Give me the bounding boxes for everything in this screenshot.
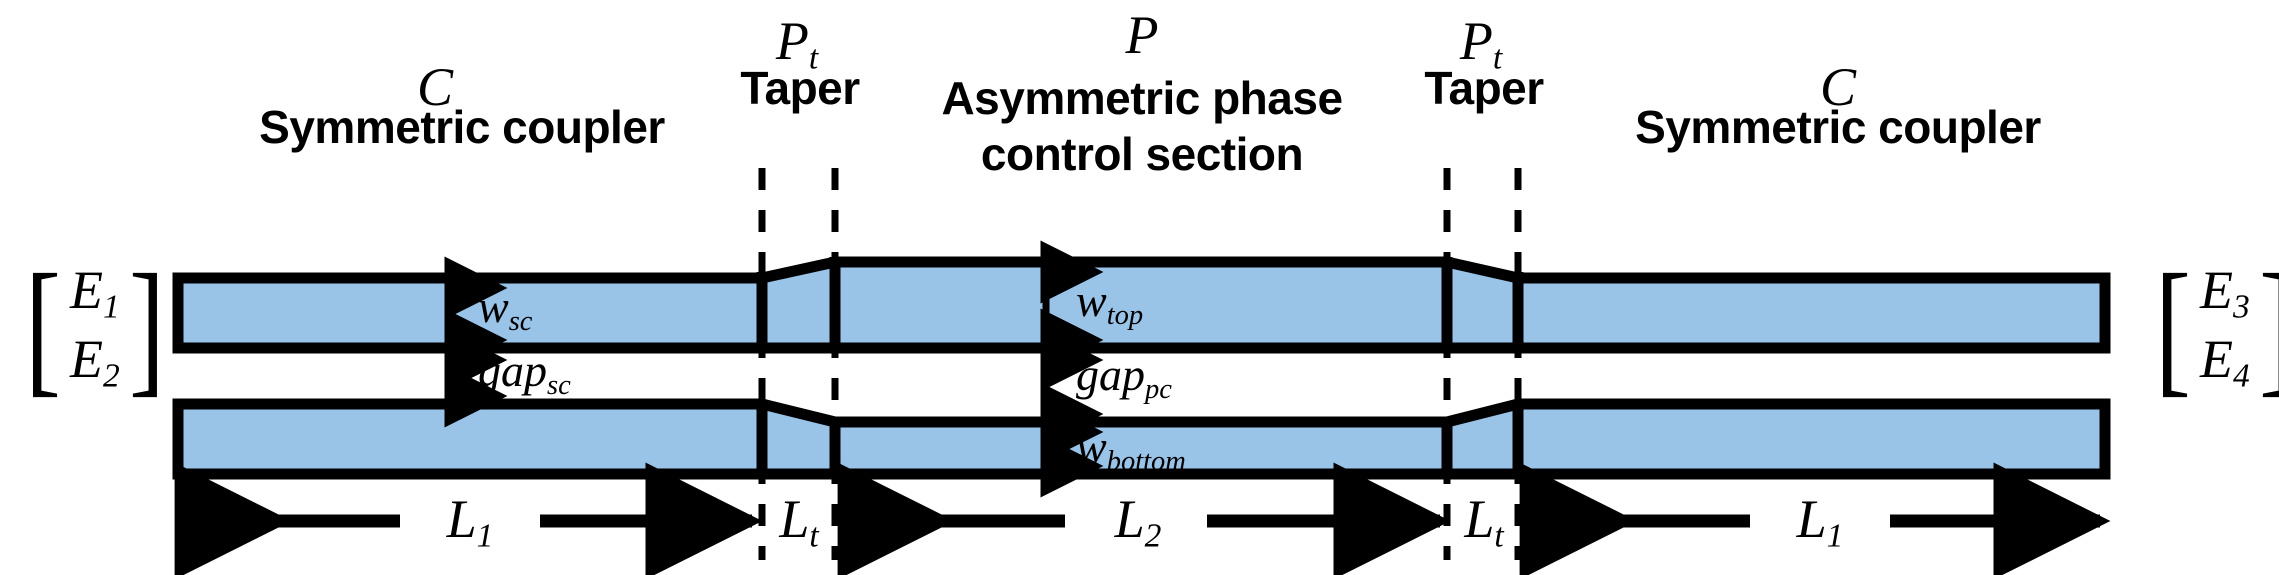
matrix-symbol-phase-control: P: [1126, 8, 1159, 62]
dimension-label-gap-sc-sub: sc: [547, 369, 571, 401]
dimension-label-gap-sc: gapsc: [478, 348, 571, 401]
dimension-label-w-bottom-symbol: w: [1076, 421, 1107, 472]
length-label-Lt-right-symbol: L: [1464, 489, 1495, 549]
length-label-L1-left-sub: 1: [476, 517, 494, 555]
bracket-open: [: [24, 244, 61, 411]
section-title-left-coupler: Symmetric coupler: [259, 101, 665, 153]
dimension-label-w-bottom-sub: bottom: [1106, 445, 1186, 477]
bracket-close: ]: [128, 244, 165, 411]
length-label-Lt-right-sub: t: [1494, 517, 1504, 555]
dimension-label-w-top: wtop: [1076, 278, 1143, 331]
section-title-left-taper: Taper: [740, 62, 860, 114]
input-port-bracket: [ E1 E2 ]: [18, 244, 172, 411]
matrix-symbol-right-coupler: C: [1820, 60, 1856, 114]
section-title-phase-control-line1: Asymmetric phase: [941, 72, 1343, 124]
dimension-label-w-sc: wsc: [478, 284, 532, 337]
section-title-right-taper: Taper: [1424, 62, 1544, 114]
output-port-bracket: [ E3 E4 ]: [2148, 244, 2279, 411]
length-label-L1-right-sub: 1: [1826, 517, 1844, 555]
length-label-L1-left-symbol: L: [446, 489, 477, 549]
dimension-label-w-top-sub: top: [1106, 299, 1144, 331]
length-label-Lt-right: Lt: [1464, 492, 1503, 553]
output-port-row-2: E4: [2199, 328, 2250, 394]
matrix-symbol-left-coupler: C: [417, 60, 453, 114]
length-label-Lt-left-symbol: L: [779, 489, 810, 549]
input-port-row-1-sub: 1: [102, 288, 120, 326]
matrix-symbol-left-taper-sub: t: [808, 39, 819, 77]
dimension-label-w-top-symbol: w: [1076, 275, 1107, 326]
dimension-label-gap-sc-symbol: gap: [478, 345, 547, 396]
length-label-L1-right-symbol: L: [1796, 489, 1827, 549]
matrix-symbol-left-coupler-text: C: [416, 57, 454, 117]
length-label-L2-symbol: L: [1114, 489, 1145, 549]
input-port-row-2: E2: [69, 328, 120, 394]
output-port-rows: E3 E4: [2198, 262, 2252, 393]
matrix-symbol-phase-control-text: P: [1125, 5, 1159, 65]
dimension-label-w-bottom: wbottom: [1076, 424, 1186, 477]
input-port-row-2-sub: 2: [102, 356, 120, 394]
dimension-label-w-sc-symbol: w: [478, 281, 509, 332]
matrix-symbol-right-taper-text: P: [1459, 11, 1493, 71]
matrix-symbol-right-taper: Pt: [1460, 14, 1502, 75]
matrix-symbol-left-taper: Pt: [776, 14, 818, 75]
matrix-symbol-left-taper-text: P: [775, 11, 809, 71]
length-label-Lt-left-sub: t: [809, 517, 819, 555]
input-port-row-1: E1: [69, 260, 120, 326]
dimension-label-gap-pc-symbol: gap: [1076, 349, 1145, 400]
output-port-row-2-sub: 4: [2232, 356, 2250, 394]
length-label-L1-right: L1: [1797, 492, 1844, 553]
matrix-symbol-right-coupler-text: C: [1819, 57, 1857, 117]
bracket-open: [: [2154, 244, 2191, 411]
input-port-rows: E1 E2: [68, 262, 122, 393]
dimension-label-gap-pc-sub: pc: [1145, 373, 1172, 405]
section-title-phase-control-line2: control section: [980, 128, 1304, 180]
length-label-L1-left: L1: [447, 492, 494, 553]
output-port-row-1-sub: 3: [2232, 288, 2250, 326]
length-label-L2: L2: [1115, 492, 1162, 553]
dimension-label-gap-pc: gappc: [1076, 352, 1172, 405]
length-label-L2-sub: 2: [1144, 517, 1162, 555]
length-label-Lt-left: Lt: [779, 492, 818, 553]
matrix-symbol-right-taper-sub: t: [1492, 39, 1503, 77]
section-title-right-coupler: Symmetric coupler: [1635, 101, 2041, 153]
output-port-row-1: E3: [2199, 260, 2250, 326]
bracket-close: ]: [2259, 252, 2279, 402]
dimension-label-w-sc-sub: sc: [508, 305, 533, 337]
